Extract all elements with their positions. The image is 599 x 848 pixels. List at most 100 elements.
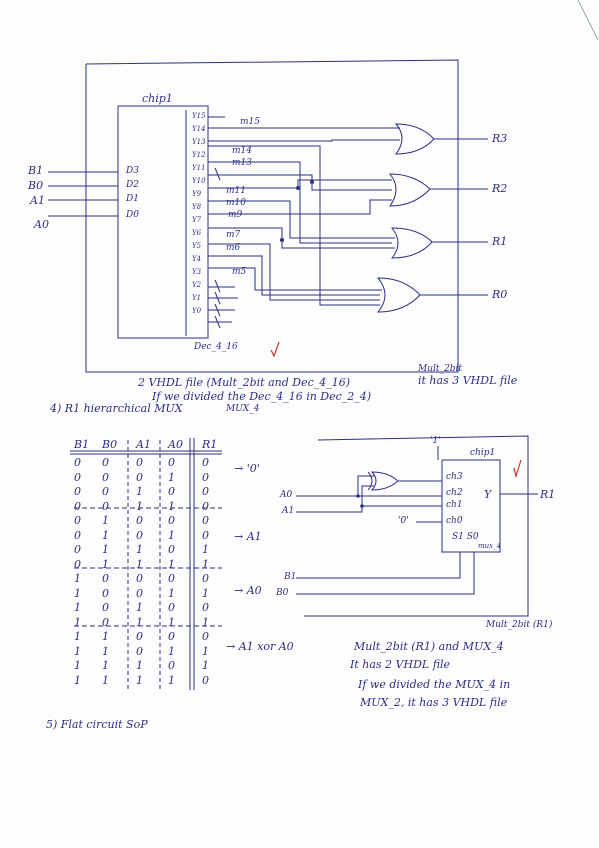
chip-pin-y2: Y2 xyxy=(192,281,202,289)
table-cell: 0 xyxy=(202,514,209,527)
input-label-a1: A1 xyxy=(30,194,45,207)
check-mark-2 xyxy=(513,459,522,479)
table-cell: 0 xyxy=(202,673,209,687)
table-cell: 1 xyxy=(74,586,81,600)
chip-pin-y1: Y1 xyxy=(192,294,202,302)
diagram1-frame xyxy=(85,59,459,373)
table-cell: 1 xyxy=(202,615,209,629)
xor-gate-curve xyxy=(367,471,373,491)
input-label-b0: B0 xyxy=(28,179,44,192)
note1-side1: Mult_2bit xyxy=(418,364,462,374)
chip-pin-y6: Y6 xyxy=(192,229,202,237)
wire-label-m9: m9 xyxy=(228,210,243,220)
select-wire-b0 xyxy=(296,552,475,595)
vdd-label: '1' xyxy=(430,436,441,446)
table-cell: 1 xyxy=(136,557,143,571)
table-cell: 1 xyxy=(74,572,81,585)
table-cell: 0 xyxy=(74,514,81,527)
table-cell: 0 xyxy=(168,572,175,585)
table-cell: 1 xyxy=(136,499,143,513)
section4-heading: 4) R1 hierarchical MUX xyxy=(50,402,183,415)
mux-name-label: mux_4 xyxy=(478,542,502,550)
wire-label-m15: m15 xyxy=(240,117,260,127)
output-label-r1: R1 xyxy=(492,235,508,248)
table-cell: 1 xyxy=(74,601,81,614)
input-wire-a1-2 xyxy=(296,485,374,513)
table-cell: 0 xyxy=(136,514,143,527)
mux-input-b1: B1 xyxy=(284,572,297,582)
chip-pin-y7: Y7 xyxy=(192,216,202,224)
table-cell: 0 xyxy=(74,528,81,542)
zero-constant-label: '0' xyxy=(398,516,409,526)
chip-pin-y8: Y8 xyxy=(192,203,202,211)
table-cell: 0 xyxy=(74,543,81,556)
wire-label-m11: m11 xyxy=(226,186,246,196)
input-wire-a0-2 xyxy=(296,475,374,497)
table-cell: 1 xyxy=(202,543,209,556)
section4-mux-label: MUX_4 xyxy=(226,404,260,414)
wire-label-m7: m7 xyxy=(226,230,241,240)
table-cell: 1 xyxy=(102,673,109,687)
table-cell: 0 xyxy=(202,630,209,643)
table-cell: 1 xyxy=(136,543,143,556)
table-cell: 1 xyxy=(74,673,81,687)
or-gate-r3 xyxy=(394,123,488,155)
annotation-a0: → A0 xyxy=(234,584,262,597)
check-mark-1 xyxy=(270,341,280,358)
table-cell: 1 xyxy=(102,659,109,672)
mux-input-b0: B0 xyxy=(276,588,289,598)
note2-line1: Mult_2bit (R1) and MUX_4 xyxy=(354,640,504,653)
table-cell: 0 xyxy=(168,543,175,556)
table-cell: 0 xyxy=(74,557,81,571)
table-cell: 1 xyxy=(102,630,109,643)
note1-line1: 2 VHDL file (Mult_2bit and Dec_4_16) xyxy=(138,376,351,389)
header-b0: B0 xyxy=(102,438,118,451)
chip-pin-y12: Y12 xyxy=(192,151,206,159)
table-cell: 1 xyxy=(202,586,209,600)
wire-junction xyxy=(310,180,314,184)
header-a1: A1 xyxy=(136,438,151,451)
table-cell: 1 xyxy=(202,659,209,672)
mux-pin-ch0: ch0 xyxy=(446,516,463,526)
mux-input-a1: A1 xyxy=(282,506,295,516)
decoder-chip-box xyxy=(117,105,209,339)
table-cell: 0 xyxy=(102,499,109,513)
table-cell: 1 xyxy=(102,557,109,571)
output-label-r3: R3 xyxy=(492,132,508,145)
mux-pin-ch3: ch3 xyxy=(446,472,463,482)
table-cell: 1 xyxy=(74,644,81,658)
table-cell: 0 xyxy=(136,644,143,658)
or-gate-r0 xyxy=(376,277,488,313)
wire-label-m13: m13 xyxy=(232,158,252,168)
table-cell: 1 xyxy=(136,673,143,687)
table-cell: 0 xyxy=(102,456,109,469)
decoder-output-wires xyxy=(208,116,400,323)
table-cell: 0 xyxy=(136,572,143,585)
table-cell: 1 xyxy=(136,485,143,498)
table-cell: 0 xyxy=(168,601,175,614)
table-cell: 1 xyxy=(102,644,109,658)
table-cell: 1 xyxy=(168,586,175,600)
wire-label-m5: m5 xyxy=(232,267,247,277)
chip-pin-d0: D0 xyxy=(126,210,139,220)
mux-pin-ch1: ch1 xyxy=(446,500,463,510)
wire-label-m10: m10 xyxy=(226,198,246,208)
decoder-chip-label: chip1 xyxy=(142,92,173,105)
table-cell: 1 xyxy=(168,470,175,484)
note2-line2: It has 2 VHDL file xyxy=(350,658,451,671)
table-cell: 0 xyxy=(102,572,109,585)
wire-junction xyxy=(280,238,284,242)
section5-heading: 5) Flat circuit SoP xyxy=(46,718,148,731)
table-cell: 0 xyxy=(136,456,143,469)
table-cell: 1 xyxy=(202,557,209,571)
table-cell: 1 xyxy=(74,615,81,629)
annotation-a1: → A1 xyxy=(234,530,262,543)
or-gate-r2 xyxy=(388,173,488,207)
